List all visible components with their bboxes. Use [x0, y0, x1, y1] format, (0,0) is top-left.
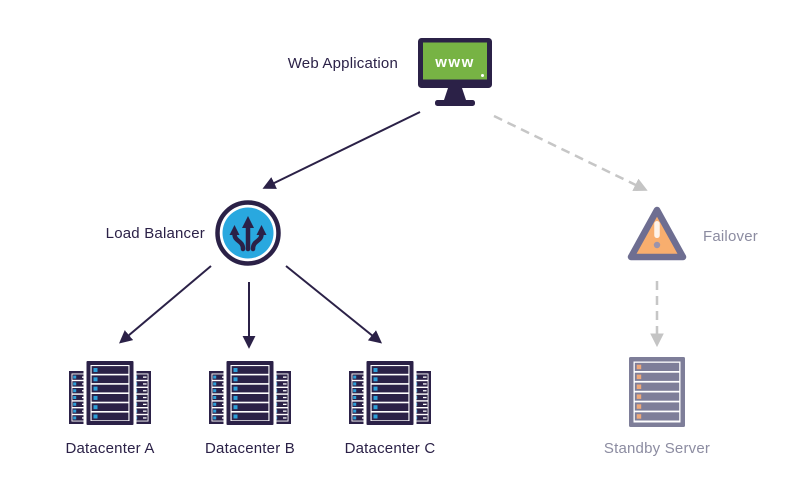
load-balancer-label: Load Balancer [105, 225, 205, 242]
web-application-label: Web Application [287, 55, 398, 72]
edge-webapp-to-failover-dashed [493, 114, 648, 191]
datacenter-a-label: Datacenter A [65, 440, 155, 457]
standby-server-label: Standby Server [603, 440, 711, 457]
server-rack-icon-datacenter-a [69, 358, 151, 428]
edge-loadbalancer-to-datacenter-a [119, 265, 212, 344]
exclamation-dot [653, 241, 661, 249]
server-rack-icon-datacenter-b [209, 358, 291, 428]
load-balancer-icon [215, 200, 281, 266]
standby-rack-icon [629, 357, 685, 427]
edge-webapp-to-loadbalancer [262, 111, 421, 189]
failover-label: Failover [703, 228, 758, 245]
warning-triangle-icon [627, 206, 687, 261]
server-rack-icon-datacenter-c [349, 358, 431, 428]
datacenter-c-label: Datacenter C [344, 440, 436, 457]
monitor-www-icon: www [418, 38, 492, 106]
diagram-edges [119, 111, 664, 349]
split-arrows-glyph [232, 224, 264, 252]
edge-loadbalancer-to-datacenter-c [285, 265, 383, 344]
exclamation-bar [654, 221, 660, 238]
monitor-screen-text: www [434, 54, 475, 71]
datacenter-b-label: Datacenter B [205, 440, 295, 457]
center-rack [83, 358, 137, 428]
